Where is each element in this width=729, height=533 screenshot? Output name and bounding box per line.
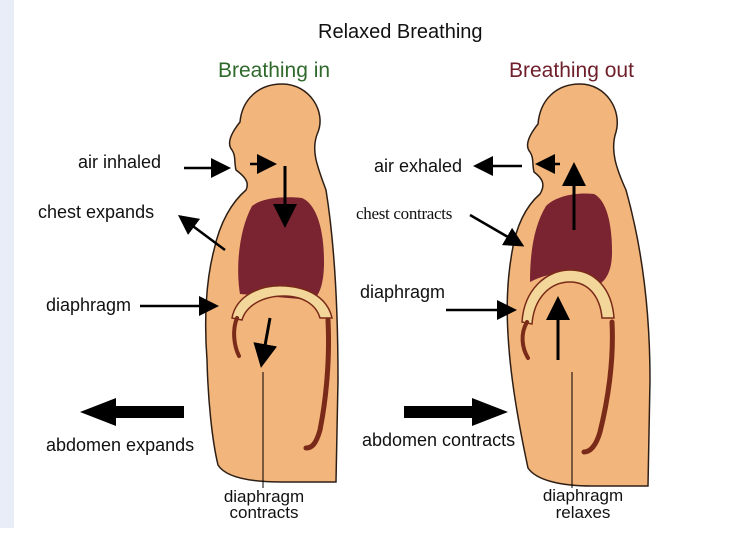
arrow-abdomen-expands bbox=[80, 398, 184, 426]
label-diaphragm-relaxes-line1: diaphragm bbox=[538, 487, 628, 504]
label-diaphragm-left: diaphragm bbox=[46, 296, 131, 314]
left-lungs bbox=[238, 197, 324, 300]
label-air-inhaled: air inhaled bbox=[78, 153, 161, 171]
label-abdomen-contracts: abdomen contracts bbox=[362, 431, 515, 449]
backdrop-left-strip bbox=[0, 0, 14, 528]
arrow-abdomen-contracts bbox=[404, 398, 508, 426]
heading-breathing-in: Breathing in bbox=[218, 60, 330, 81]
label-diaphragm-relaxes-line2: relaxes bbox=[538, 504, 628, 521]
label-chest-expands: chest expands bbox=[38, 203, 154, 221]
label-diaphragm-contracts-line2: contracts bbox=[222, 505, 306, 521]
label-chest-contracts: chest contracts bbox=[356, 205, 452, 222]
label-diaphragm-contracts: diaphragm contracts bbox=[222, 489, 306, 521]
label-diaphragm-relaxes: diaphragm relaxes bbox=[538, 487, 628, 521]
right-body-silhouette bbox=[507, 84, 650, 486]
right-figure bbox=[507, 84, 650, 486]
label-air-exhaled: air exhaled bbox=[374, 157, 462, 175]
arrow-chest-contract bbox=[470, 215, 520, 244]
label-diaphragm-right: diaphragm bbox=[360, 283, 445, 301]
left-figure bbox=[206, 84, 338, 482]
label-abdomen-expands: abdomen expands bbox=[46, 436, 194, 454]
diagram-title: Relaxed Breathing bbox=[318, 22, 483, 42]
heading-breathing-out: Breathing out bbox=[509, 60, 634, 81]
